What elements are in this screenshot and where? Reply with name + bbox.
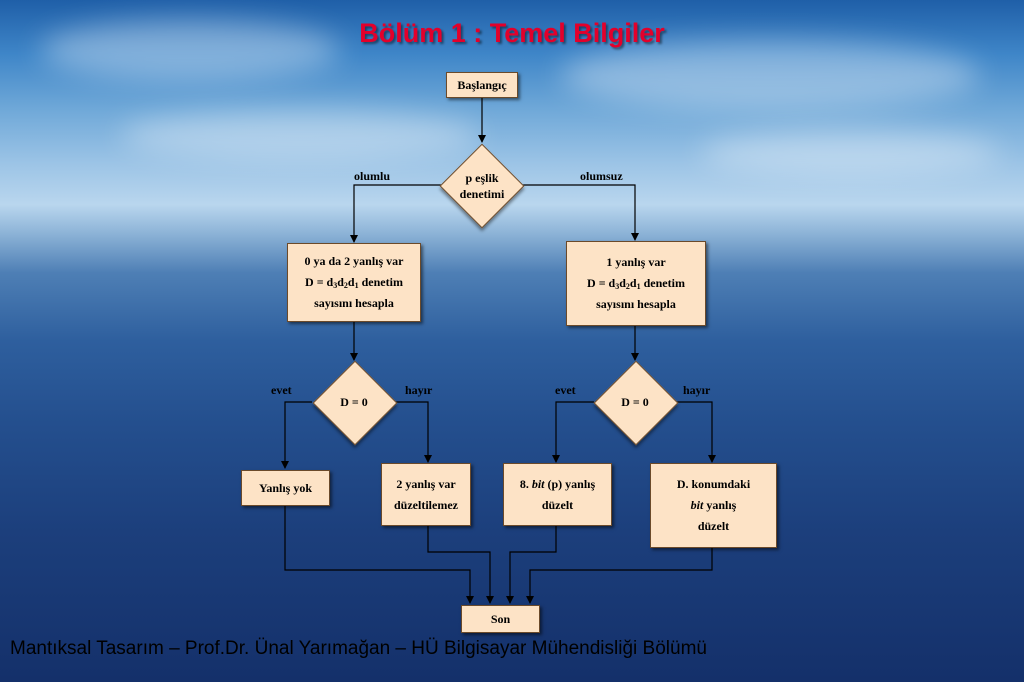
two-errors-line1: 2 yanlış var xyxy=(396,476,456,491)
right-compute-block: 1 yanlış var D = d3d2d1 denetim sayısını… xyxy=(566,241,706,326)
left-compute-block: 0 ya da 2 yanlış var D = d3d2d1 denetim … xyxy=(287,243,421,322)
right-block-formula-prefix: D = d xyxy=(587,276,616,290)
edge-label-positive: olumlu xyxy=(354,169,391,183)
fix-position-node: D. konumdaki bit yanlış düzelt xyxy=(650,463,777,548)
left-decision-text: D = 0 xyxy=(340,395,368,409)
parity-check-line1: p eşlik xyxy=(465,171,499,185)
subscript-1: 1 xyxy=(636,282,641,291)
fix-parity-line2: düzelt xyxy=(541,497,574,512)
left-block-d: d xyxy=(347,275,355,289)
cloud xyxy=(700,130,1000,175)
no-error-label: Yanlış yok xyxy=(258,480,313,495)
edge-label-no-right: hayır xyxy=(683,383,711,397)
cloud xyxy=(40,20,340,80)
page-title: Bölüm 1 : Temel Bilgiler xyxy=(359,18,665,48)
fix-parity-suffix: (p) yanlış xyxy=(544,476,596,491)
subscript-2: 2 xyxy=(343,281,348,290)
left-block-d: d xyxy=(337,275,344,289)
fix-position-line1: D. konumdaki xyxy=(676,477,751,491)
right-block-d: d xyxy=(619,276,626,290)
no-error-node: Yanlış yok xyxy=(241,470,330,506)
left-block-line1: 0 ya da 2 yanlış var xyxy=(304,254,404,268)
cloud xyxy=(120,110,480,160)
left-block-line3: sayısını hesapla xyxy=(314,296,394,310)
two-errors-node: 2 yanlış var düzeltilemez xyxy=(381,463,471,526)
edge-label-yes-right: evet xyxy=(555,383,576,397)
right-block-line3: sayısını hesapla xyxy=(596,297,676,311)
right-block-d: d xyxy=(629,276,637,290)
edge-label-negative: olumsuz xyxy=(580,169,623,183)
start-node: Başlangıç xyxy=(446,72,518,98)
parity-check-text: p eşlik denetimi xyxy=(442,170,522,202)
footer-text: Mantıksal Tasarım – Prof.Dr. Ünal Yarıma… xyxy=(10,638,707,659)
left-block-formula-prefix: D = d xyxy=(305,275,334,289)
subscript-2: 2 xyxy=(625,282,630,291)
fix-position-suffix: yanlış xyxy=(703,498,737,512)
fix-position-line2: bit yanlış xyxy=(651,495,776,516)
fix-parity-node: 8. bit (p) yanlış düzelt xyxy=(503,463,612,526)
right-block-line1: 1 yanlış var xyxy=(606,255,666,269)
fix-position-bit: bit xyxy=(690,498,704,512)
fix-parity-line1: 8. bit (p) yanlış xyxy=(504,474,611,495)
cloud xyxy=(560,40,980,110)
subscript-1: 1 xyxy=(354,281,359,290)
fix-parity-bit: bit xyxy=(531,476,545,491)
end-label: Son xyxy=(490,611,511,626)
subscript-3: 3 xyxy=(333,281,338,290)
right-block-formula-suffix: denetim xyxy=(640,276,685,290)
parity-check-line2: denetimi xyxy=(459,187,505,201)
start-label: Başlangıç xyxy=(457,77,507,92)
fix-position-line3: düzelt xyxy=(697,519,730,533)
edge-label-yes-left: evet xyxy=(271,383,292,397)
end-node: Son xyxy=(461,605,540,633)
left-block-line2: D = d3d2d1 denetim xyxy=(288,272,420,293)
edge-label-no-left: hayır xyxy=(405,383,433,397)
fix-parity-prefix: 8. xyxy=(519,476,532,491)
left-block-formula-suffix: denetim xyxy=(358,275,403,289)
right-block-line2: D = d3d2d1 denetim xyxy=(567,273,705,294)
right-decision-text: D = 0 xyxy=(621,395,649,409)
two-errors-line2: düzeltilemez xyxy=(394,497,458,512)
subscript-3: 3 xyxy=(615,282,620,291)
